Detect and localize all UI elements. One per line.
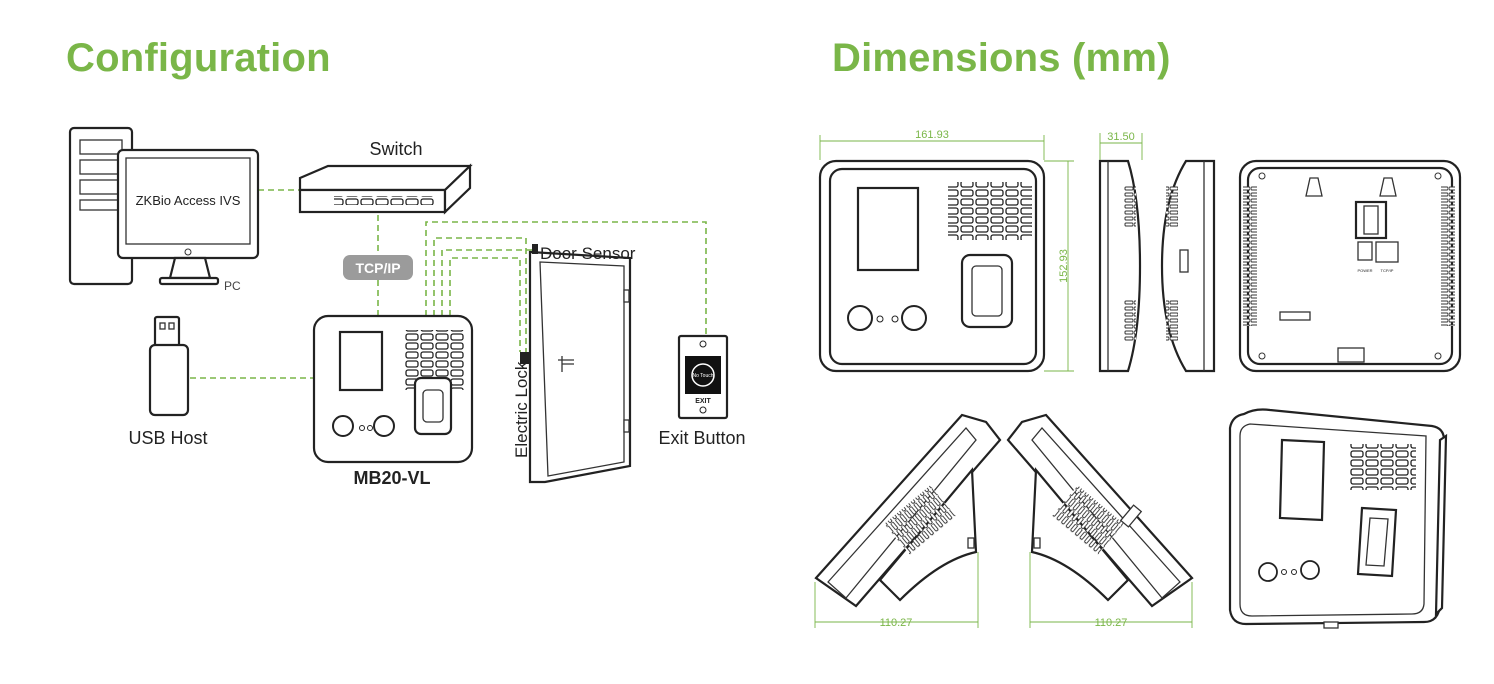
angled-left-dimension: 110.27 bbox=[880, 617, 913, 629]
no-touch-label: No Touch bbox=[692, 373, 713, 379]
side-view-right bbox=[1160, 159, 1216, 373]
device-label: MB20-VL bbox=[353, 468, 430, 488]
angled-right-dimension-lines bbox=[1029, 552, 1193, 628]
depth-dimension: 31.50 bbox=[1107, 131, 1135, 143]
tcpip-label: TCP/IP bbox=[355, 260, 400, 276]
usb-drive-icon bbox=[148, 315, 190, 417]
door bbox=[520, 244, 632, 484]
door-sensor-label: Door Sensor bbox=[540, 244, 636, 263]
configuration-title: Configuration bbox=[66, 36, 331, 80]
exit-label: EXIT bbox=[695, 398, 711, 405]
angled-view-left bbox=[814, 413, 1002, 608]
network-switch bbox=[298, 163, 473, 215]
switch-label: Switch bbox=[369, 139, 422, 159]
exit-button-label: Exit Button bbox=[658, 428, 745, 448]
power-port-label: POWER bbox=[1357, 268, 1372, 273]
dimensions-title: Dimensions (mm) bbox=[832, 36, 1171, 80]
perspective-view bbox=[1228, 408, 1448, 629]
back-view bbox=[1238, 159, 1462, 373]
tcpip-badge bbox=[343, 255, 413, 280]
side-view-left bbox=[1098, 159, 1142, 373]
height-dimension: 152.93 bbox=[1058, 249, 1070, 283]
angled-right-dimension: 110.27 bbox=[1095, 617, 1128, 629]
exit-button-icon bbox=[677, 334, 729, 420]
front-view bbox=[818, 159, 1046, 373]
pc-monitor bbox=[116, 148, 260, 286]
angled-view-right bbox=[1006, 413, 1194, 608]
front-dimension-lines bbox=[819, 135, 1074, 372]
software-label: ZKBio Access IVS bbox=[136, 193, 241, 208]
pc-label: PC bbox=[224, 279, 241, 293]
depth-dimension-lines bbox=[1099, 133, 1143, 160]
angled-left-dimension-lines bbox=[814, 552, 979, 628]
width-dimension: 161.93 bbox=[915, 129, 949, 141]
usb-host-label: USB Host bbox=[128, 428, 207, 448]
electric-lock-label: Electric Lock bbox=[512, 361, 531, 458]
pc-tower bbox=[68, 126, 134, 286]
tcpip-port-label: TCP/IP bbox=[1381, 268, 1394, 273]
mb20-device bbox=[312, 314, 474, 464]
